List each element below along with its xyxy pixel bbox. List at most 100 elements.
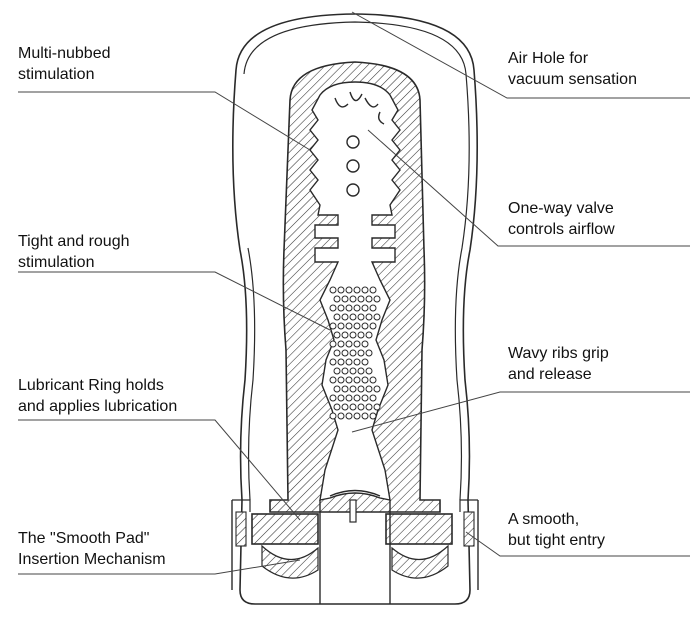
nub <box>353 376 361 384</box>
nub <box>329 394 337 402</box>
nub <box>361 412 369 420</box>
nub <box>341 331 349 339</box>
nub <box>349 385 357 393</box>
smooth-pad-base <box>231 489 479 604</box>
nub <box>357 295 365 303</box>
nub <box>353 412 361 420</box>
nub <box>337 358 345 366</box>
nub <box>361 394 369 402</box>
nub <box>337 304 345 312</box>
nub <box>337 376 345 384</box>
nub <box>333 331 341 339</box>
nub <box>345 358 353 366</box>
nub <box>365 403 373 411</box>
nub <box>357 313 365 321</box>
nub <box>361 340 369 348</box>
nub <box>341 295 349 303</box>
nub <box>373 385 381 393</box>
nub <box>353 322 361 330</box>
label-smooth-pad: The "Smooth Pad" Insertion Mechanism <box>18 530 166 568</box>
label-smooth-entry: A smooth, but tight entry <box>508 511 605 549</box>
nub <box>341 385 349 393</box>
nub <box>337 394 345 402</box>
nub <box>345 304 353 312</box>
nub <box>353 286 361 294</box>
nub <box>361 286 369 294</box>
nub <box>353 340 361 348</box>
nub <box>341 349 349 357</box>
label-air-hole: Air Hole for vacuum sensation <box>508 50 637 88</box>
nub <box>329 376 337 384</box>
nub <box>341 403 349 411</box>
nub-field <box>329 286 381 420</box>
nub <box>369 304 377 312</box>
label-wavy-ribs: Wavy ribs grip and release <box>508 345 609 383</box>
nub <box>341 313 349 321</box>
nub <box>345 322 353 330</box>
nub <box>357 385 365 393</box>
nub <box>345 412 353 420</box>
nub <box>373 313 381 321</box>
nub <box>349 403 357 411</box>
nub <box>361 358 369 366</box>
nub <box>365 313 373 321</box>
nub <box>329 286 337 294</box>
nub <box>349 367 357 375</box>
label-multi-nubbed: Multi-nubbed stimulation <box>18 45 111 83</box>
nub <box>345 340 353 348</box>
nub <box>369 376 377 384</box>
inner-cup-shell-left <box>247 247 256 501</box>
label-lubricant-ring: Lubricant Ring holds and applies lubrica… <box>18 377 178 415</box>
nub <box>333 367 341 375</box>
valve-holes <box>346 135 360 197</box>
nub <box>365 385 373 393</box>
leader-lines <box>18 11 690 575</box>
nub <box>369 322 377 330</box>
nub <box>329 340 337 348</box>
nub <box>337 340 345 348</box>
nub <box>345 286 353 294</box>
nub <box>361 304 369 312</box>
nub <box>341 367 349 375</box>
nub <box>361 322 369 330</box>
nub <box>361 376 369 384</box>
nub <box>357 349 365 357</box>
nub <box>369 412 377 420</box>
top-ribs <box>334 91 385 125</box>
nub <box>353 358 361 366</box>
nub <box>373 403 381 411</box>
nub <box>333 295 341 303</box>
nub <box>357 367 365 375</box>
nub <box>337 286 345 294</box>
nub <box>333 385 341 393</box>
nub <box>329 358 337 366</box>
nub <box>349 349 357 357</box>
nub <box>349 331 357 339</box>
label-one-way-valve: One-way valve controls airflow <box>508 200 615 238</box>
nub <box>337 412 345 420</box>
nub <box>349 295 357 303</box>
nub <box>329 322 337 330</box>
nub <box>329 304 337 312</box>
label-tight-rough: Tight and rough stimulation <box>18 233 130 271</box>
nub <box>365 331 373 339</box>
nub <box>369 286 377 294</box>
nub <box>329 412 337 420</box>
nub <box>333 403 341 411</box>
nub <box>333 349 341 357</box>
nub <box>365 367 373 375</box>
nub <box>345 376 353 384</box>
nub <box>357 403 365 411</box>
nub <box>333 313 341 321</box>
nub <box>365 349 373 357</box>
nub <box>373 295 381 303</box>
nub <box>337 322 345 330</box>
nub <box>345 394 353 402</box>
nub <box>353 394 361 402</box>
nub <box>349 313 357 321</box>
nub <box>365 295 373 303</box>
inner-cup-shell <box>243 21 470 501</box>
nub <box>369 394 377 402</box>
nub <box>357 331 365 339</box>
